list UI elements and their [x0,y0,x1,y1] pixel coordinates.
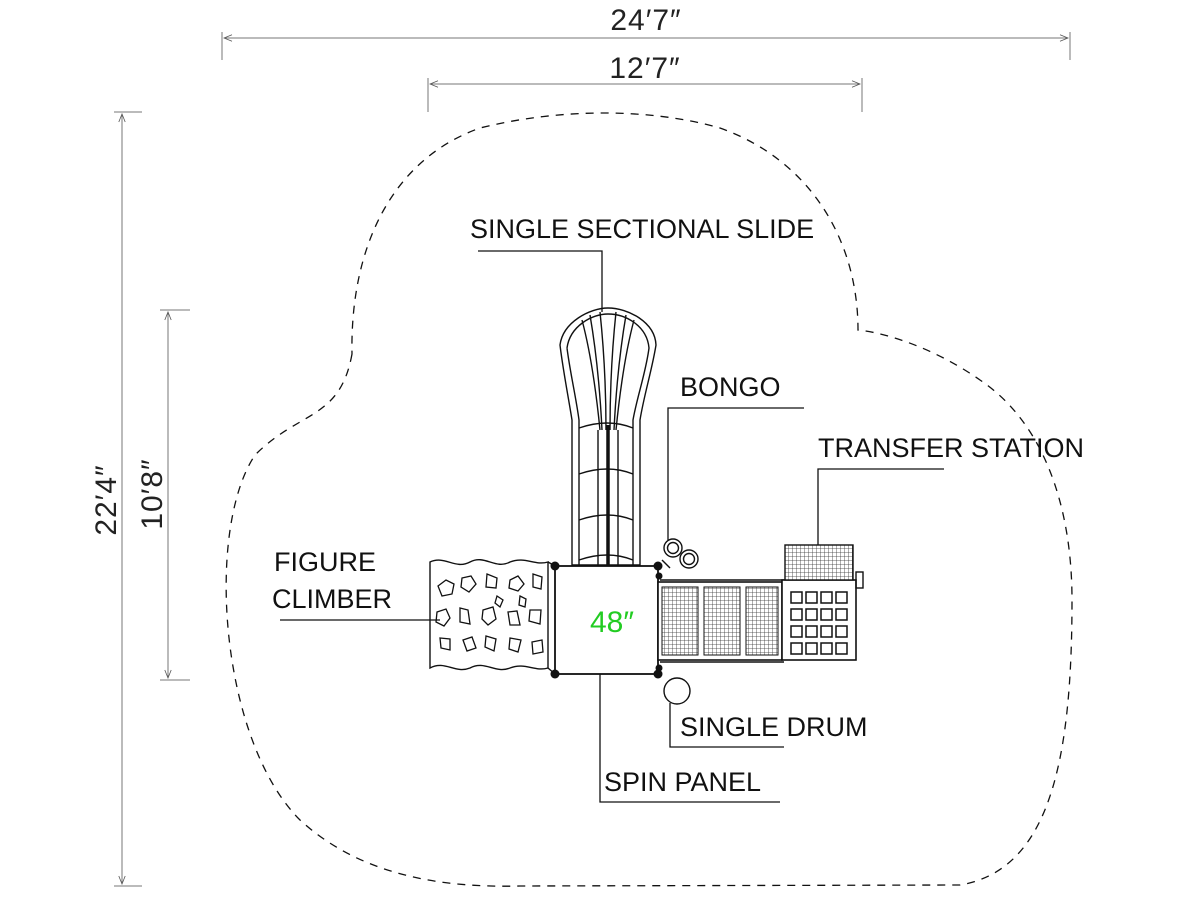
figure-climber-label-line2: CLIMBER [272,584,392,614]
deck-height-label: 48″ [590,606,634,639]
overall-width-label: 24′7″ [610,4,681,37]
connector-panels [655,572,784,672]
deck-width-label: 12′7″ [609,52,680,85]
overall-depth-label: 22′4″ [90,464,123,535]
transfer-station-leader [817,468,944,545]
use-zone-boundary [225,112,1073,887]
bongo [661,538,699,569]
deck-depth-label: 10′8″ [136,458,169,529]
bongo-label: BONGO [680,372,781,402]
single-drum-leader [669,703,784,748]
slide-label: SINGLE SECTIONAL SLIDE [470,214,814,244]
single-drum-label: SINGLE DRUM [680,712,868,742]
single-sectional-slide [559,307,657,566]
dimension-deck-width: 12′7″ [427,52,863,112]
figure-climber-label-line1: FIGURE [274,547,376,577]
figure-climber [429,559,556,675]
spin-panel-leader [599,674,780,803]
dimension-overall-depth: 22′4″ [90,111,142,887]
dimension-overall-width: 24′7″ [221,4,1071,60]
dimension-deck-depth: 10′8″ [136,309,190,681]
deck-platform: 48″ [550,561,663,679]
single-drum [663,677,691,705]
transfer-station-label: TRANSFER STATION [818,433,1084,463]
slide-leader [478,250,603,312]
spin-panel-label: SPIN PANEL [604,767,761,797]
transfer-station [781,544,864,661]
bongo-leader [667,407,804,540]
